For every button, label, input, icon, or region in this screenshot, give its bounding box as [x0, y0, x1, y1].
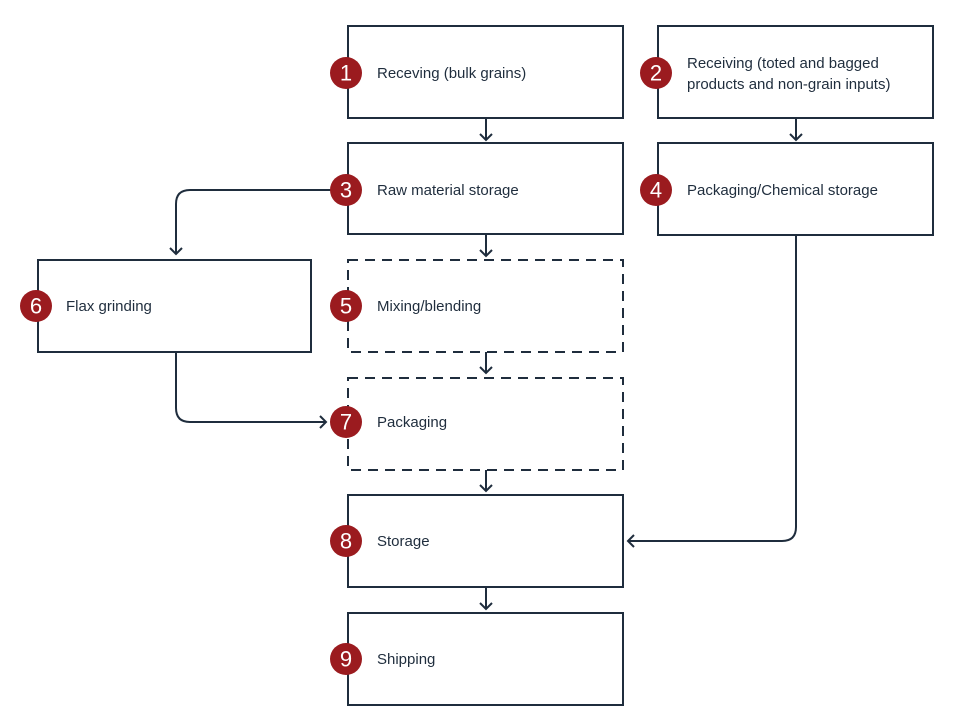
step-8-box: [347, 494, 624, 588]
step-2-label-line-2: products and non-grain inputs): [687, 76, 890, 93]
step-8-badge: [330, 525, 362, 557]
step-2-box: [657, 25, 934, 119]
step-5-badge: [330, 290, 362, 322]
step-3-badge: [330, 174, 362, 206]
step-4-badge: [640, 174, 672, 206]
step-1-label: Receving (bulk grains): [377, 65, 526, 82]
step-3-box: [347, 142, 624, 235]
step-9-node: 9 Shipping: [330, 612, 624, 706]
step-6-label: Flax grinding: [66, 298, 152, 315]
step-6-node: 6 Flax grinding: [20, 259, 312, 353]
arrow-6-to-7: [175, 352, 328, 429]
step-7-node: 7 Packaging: [330, 377, 624, 471]
step-4-node: 4 Packaging/Chemical storage: [640, 142, 934, 236]
step-5-box: [347, 259, 624, 353]
arrow-4-to-8: [626, 235, 797, 548]
step-5-label: Mixing/blending: [377, 298, 481, 315]
step-2-number: 2: [650, 61, 662, 86]
step-2-label-line-1: Receiving (toted and bagged: [687, 55, 879, 72]
step-1-box: [347, 25, 624, 119]
step-9-label: Shipping: [377, 651, 435, 668]
step-8-node: 8 Storage: [330, 494, 624, 588]
step-7-badge: [330, 406, 362, 438]
step-4-box: [657, 142, 934, 236]
step-7-label: Packaging: [377, 414, 447, 431]
step-5-node: 5 Mixing/blending: [330, 259, 624, 353]
step-1-badge: [330, 57, 362, 89]
step-4-number: 4: [650, 178, 662, 203]
step-8-number: 8: [340, 529, 352, 554]
arrow-3-to-6: [169, 189, 332, 256]
step-1-number: 1: [340, 61, 352, 86]
step-6-number: 6: [30, 294, 42, 319]
step-8-label: Storage: [377, 533, 430, 550]
step-3-number: 3: [340, 178, 352, 203]
step-4-label: Packaging/Chemical storage: [687, 182, 878, 199]
step-6-badge: [20, 290, 52, 322]
step-2-node: 2 Receiving (toted and bagged products a…: [640, 25, 934, 119]
connectors: [169, 118, 803, 611]
step-9-number: 9: [340, 647, 352, 672]
step-3-node: 3 Raw material storage: [330, 142, 624, 235]
step-7-number: 7: [340, 410, 352, 435]
step-3-label: Raw material storage: [377, 182, 519, 199]
step-5-number: 5: [340, 294, 352, 319]
step-2-badge: [640, 57, 672, 89]
step-9-badge: [330, 643, 362, 675]
step-9-box: [347, 612, 624, 706]
step-1-node: 1 Receving (bulk grains): [330, 25, 624, 119]
step-6-box: [37, 259, 312, 353]
step-7-box: [347, 377, 624, 471]
